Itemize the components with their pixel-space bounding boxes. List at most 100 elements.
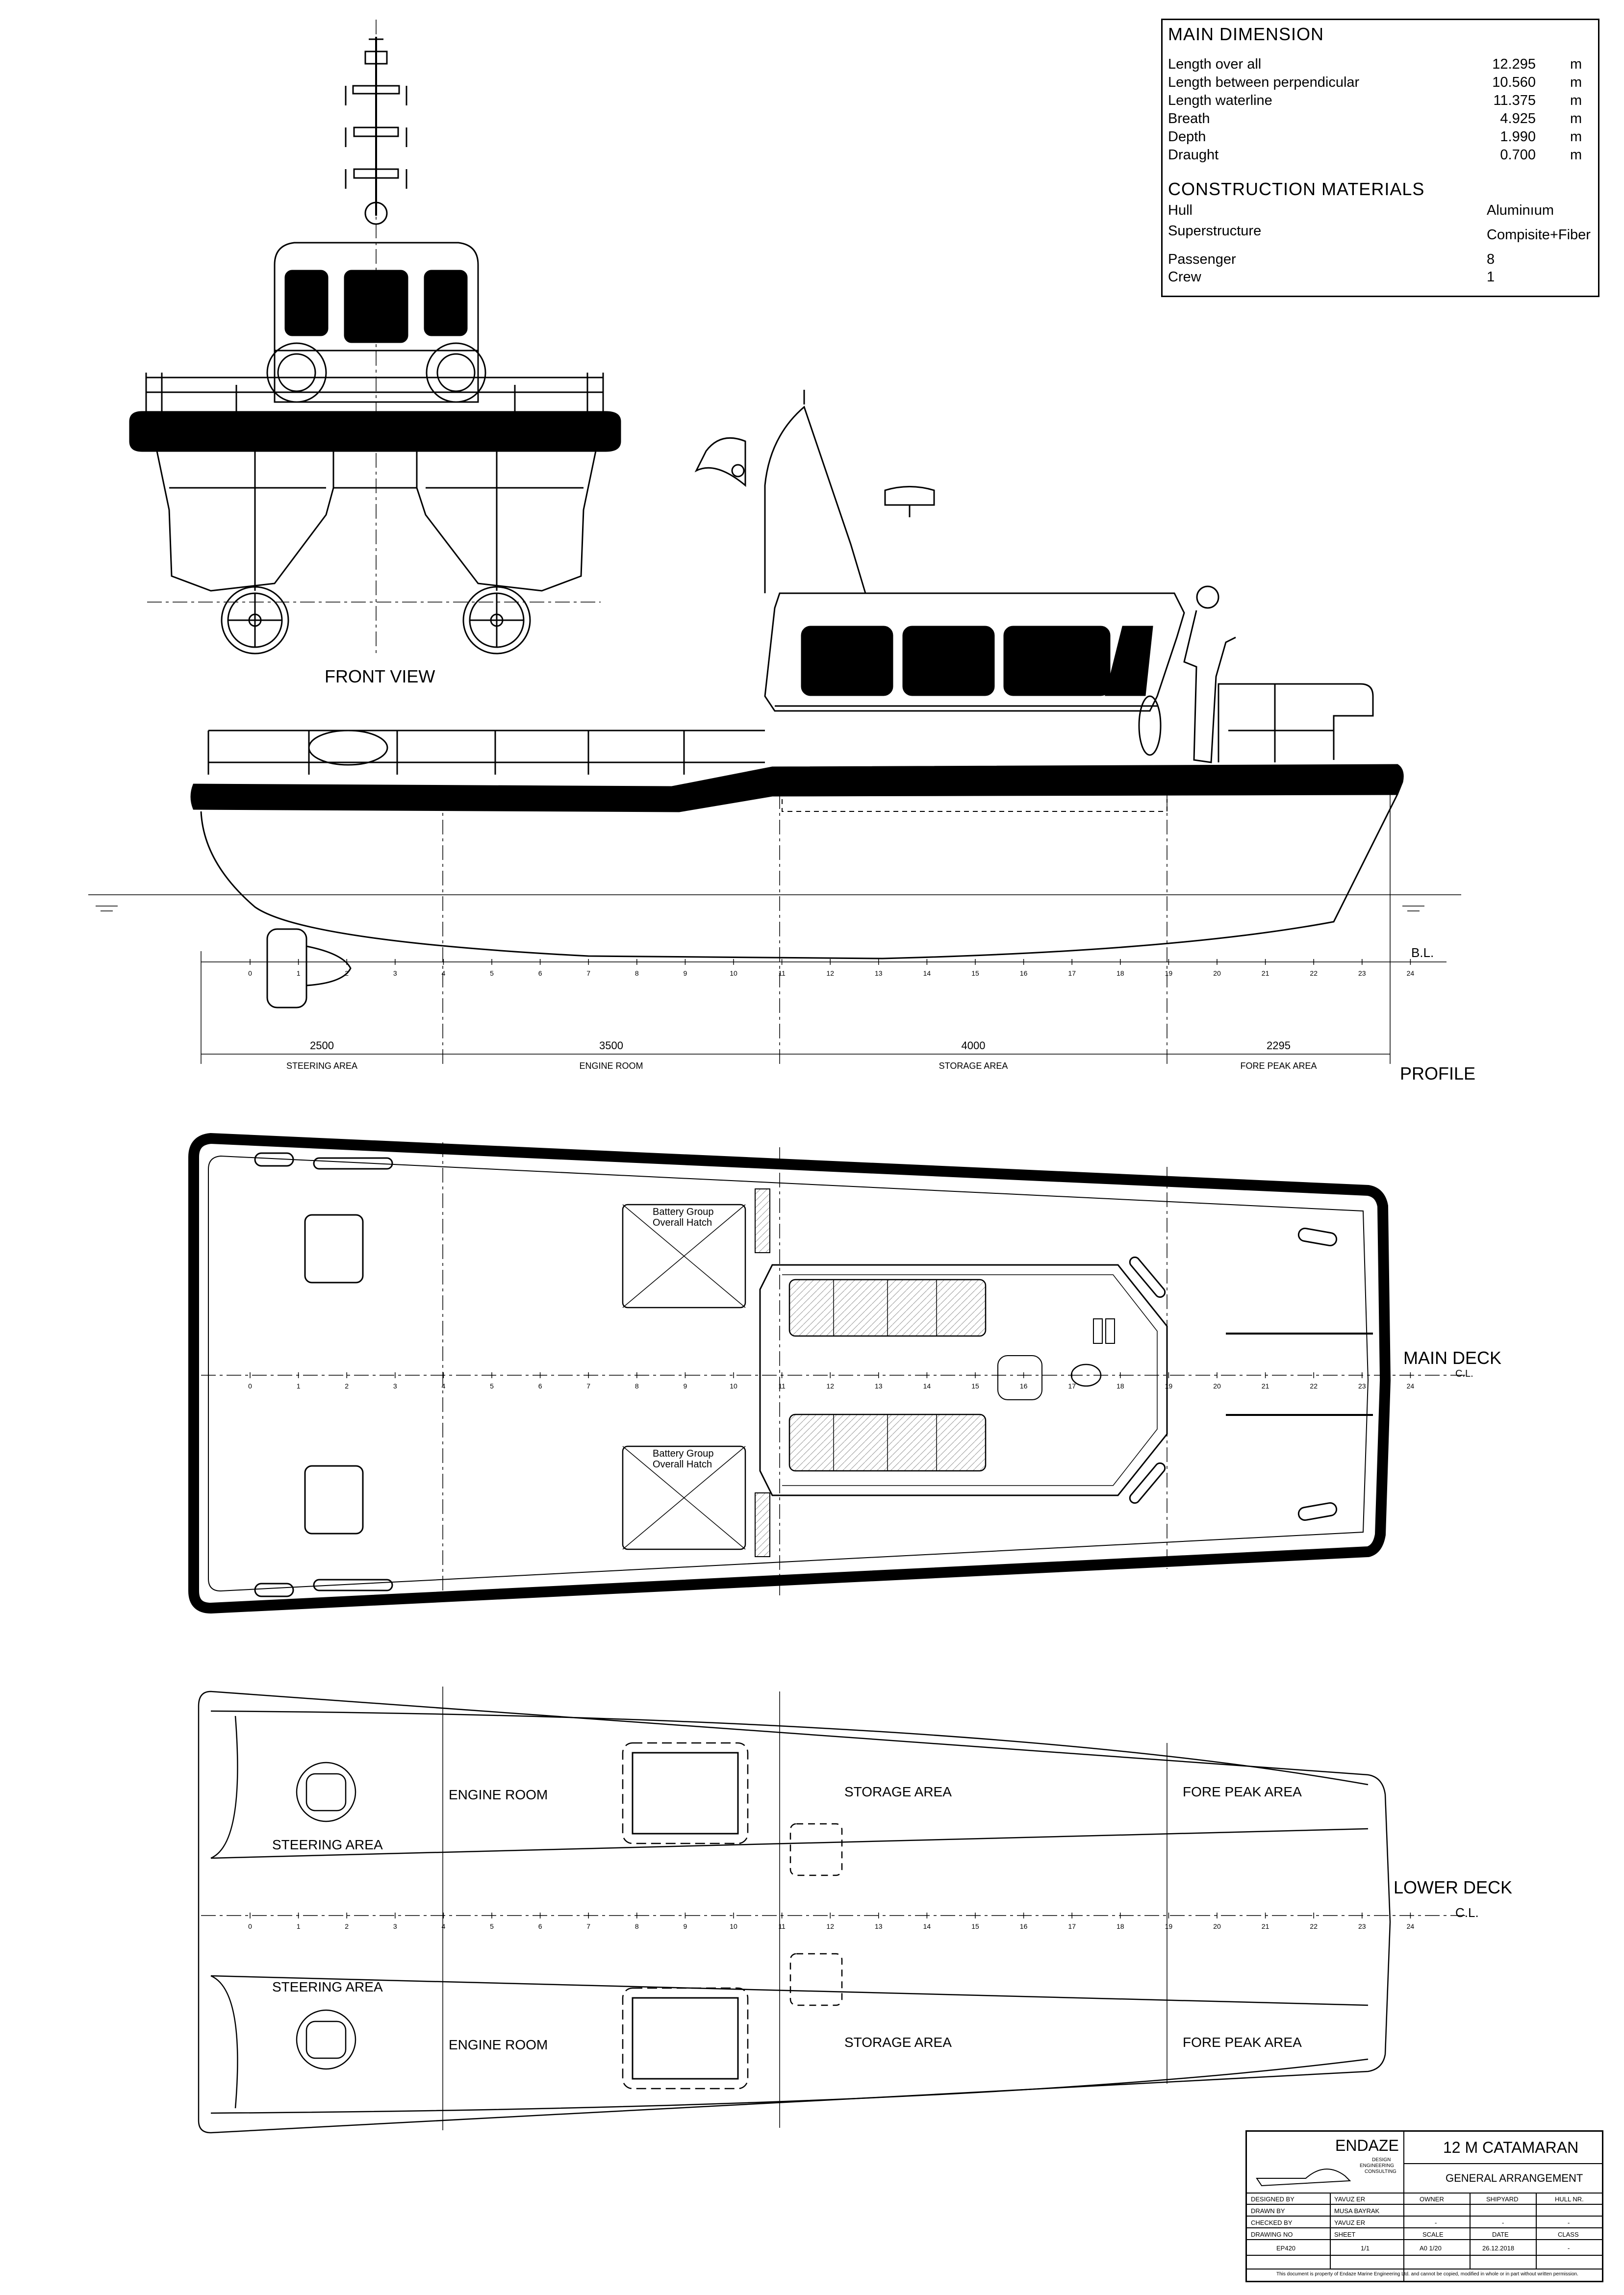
drawing-title: GENERAL ARRANGEMENT [1446, 2172, 1583, 2184]
project-title: 12 M CATAMARAN [1443, 2139, 1579, 2156]
frame-number: 18 [1116, 1382, 1124, 1390]
frame-number: 1 [297, 969, 301, 977]
drawn-by-value: MUSA BAYRAK [1334, 2207, 1380, 2215]
compartment-name: STEERING AREA [286, 1061, 357, 1071]
frame-number: 1 [297, 1922, 301, 1930]
company-sub-2: ENGINEERING [1360, 2163, 1395, 2169]
frame-number: 18 [1116, 969, 1124, 977]
frame-number: 11 [778, 1382, 786, 1390]
frame-number: 14 [923, 969, 931, 977]
date-header: DATE [1492, 2231, 1509, 2238]
lower-storage-label-bottom: STORAGE AREA [844, 2035, 952, 2050]
frame-number: 9 [684, 1382, 687, 1390]
frame-number: 0 [248, 969, 252, 977]
scale-header: SCALE [1422, 2231, 1444, 2238]
lower-deck-reference-lines [201, 1687, 1466, 2130]
main-deck-reference-lines [201, 1142, 1466, 1598]
frame-number: 3 [393, 1382, 397, 1390]
baseline-label: B.L. [1411, 945, 1434, 960]
frame-number: 21 [1262, 1382, 1269, 1390]
sheet-value: 1/1 [1361, 2245, 1370, 2252]
drawing-no-value: EP420 [1276, 2245, 1296, 2252]
frame-number: 8 [635, 1922, 639, 1930]
frame-number: 4 [442, 969, 446, 977]
frame-number: 23 [1358, 969, 1366, 977]
frame-number: 21 [1262, 969, 1269, 977]
frame-number: 11 [778, 969, 786, 977]
construction-materials-heading: CONSTRUCTION MATERIALS [1168, 179, 1425, 199]
date-value: 26.12.2018 [1482, 2245, 1515, 2252]
frame-number: 7 [586, 1922, 590, 1930]
frame-number: 10 [730, 1922, 737, 1930]
compartment-name: FORE PEAK AREA [1240, 1061, 1317, 1071]
shipyard-header: SHIPYARD [1486, 2195, 1519, 2203]
frame-number: 8 [635, 1382, 639, 1390]
frame-number: 2 [345, 1382, 349, 1390]
compartment-length: 2295 [1267, 1039, 1291, 1052]
material-row: Crew 1 [1168, 269, 1495, 285]
material-row: Superstructure Compisite+Fiber [1168, 223, 1591, 243]
frame-number: 20 [1213, 1922, 1221, 1930]
frame-number: 22 [1310, 1922, 1318, 1930]
frame-number: 4 [442, 1922, 446, 1930]
drawn-by-label: DRAWN BY [1251, 2207, 1285, 2215]
frame-number: 19 [1165, 1922, 1173, 1930]
class-header: CLASS [1558, 2231, 1579, 2238]
lower-deck-drawing [198, 1690, 1391, 2134]
ship-logo-icon [1256, 2169, 1351, 2187]
frame-number: 13 [875, 1922, 883, 1930]
frame-number: 16 [1020, 969, 1028, 977]
main-dimension-table: MAIN DIMENSION Length over all 12.295 m … [1161, 19, 1599, 297]
profile-label: PROFILE [1400, 1063, 1475, 1084]
class-value: - [1568, 2245, 1570, 2252]
frame-number: 5 [490, 969, 494, 977]
main-deck-cl-label: C.L. [1455, 1368, 1473, 1379]
frame-number: 16 [1020, 1382, 1028, 1390]
front-centerlines [147, 20, 601, 657]
frame-number: 24 [1407, 1922, 1415, 1930]
company-name: ENDAZE [1335, 2137, 1399, 2154]
owner-value: - [1435, 2219, 1437, 2226]
drawing-no-label: DRAWING NO [1251, 2231, 1293, 2238]
hatch-label-top-line1: Battery Group [653, 1207, 714, 1217]
frame-number: 22 [1310, 1382, 1318, 1390]
lower-storage-label-top: STORAGE AREA [844, 1784, 952, 1799]
frame-number: 1 [297, 1382, 301, 1390]
title-block: ENDAZE DESIGN ENGINEERING CONSULTING 12 … [1245, 2130, 1603, 2282]
frame-number: 10 [730, 1382, 737, 1390]
frame-number: 0 [248, 1922, 252, 1930]
lower-engine-label-top: ENGINE ROOM [449, 1787, 548, 1802]
person-silhouette [1183, 585, 1236, 763]
shipyard-value: - [1502, 2219, 1504, 2226]
frame-number: 10 [730, 969, 737, 977]
compartment-name: ENGINE ROOM [579, 1061, 643, 1071]
scale-value: A0 1/20 [1420, 2245, 1442, 2252]
lower-fore-label-top: FORE PEAK AREA [1183, 1784, 1302, 1799]
frame-number: 2 [345, 969, 349, 977]
sheet-label: SHEET [1334, 2231, 1356, 2238]
frame-number: 5 [490, 1382, 494, 1390]
front-view-drawing [129, 37, 621, 655]
frame-number: 12 [826, 1382, 834, 1390]
lower-deck-label: LOWER DECK [1394, 1877, 1512, 1897]
frame-number: 6 [538, 1382, 542, 1390]
company-sub-3: CONSULTING [1365, 2169, 1396, 2174]
frame-number: 2 [345, 1922, 349, 1930]
frame-number: 7 [586, 1382, 590, 1390]
hatch-label-bottom-line2: Overall Hatch [653, 1459, 712, 1470]
main-dimension-heading: MAIN DIMENSION [1168, 24, 1324, 44]
lower-deck-cl-label: C.L. [1455, 1905, 1479, 1920]
hull-nr-header: HULL NR. [1555, 2195, 1584, 2203]
dimension-row: Draught 0.700 m [1168, 147, 1582, 163]
profile-reference-lines [88, 794, 1461, 1064]
frame-number: 3 [393, 969, 397, 977]
main-deck-drawing [188, 1133, 1391, 1614]
checked-by-value: YAVUZ ER [1334, 2219, 1366, 2226]
frame-number: 9 [684, 1922, 687, 1930]
hull-nr-value: - [1568, 2219, 1570, 2226]
frame-number: 5 [490, 1922, 494, 1930]
frame-number: 12 [826, 969, 834, 977]
